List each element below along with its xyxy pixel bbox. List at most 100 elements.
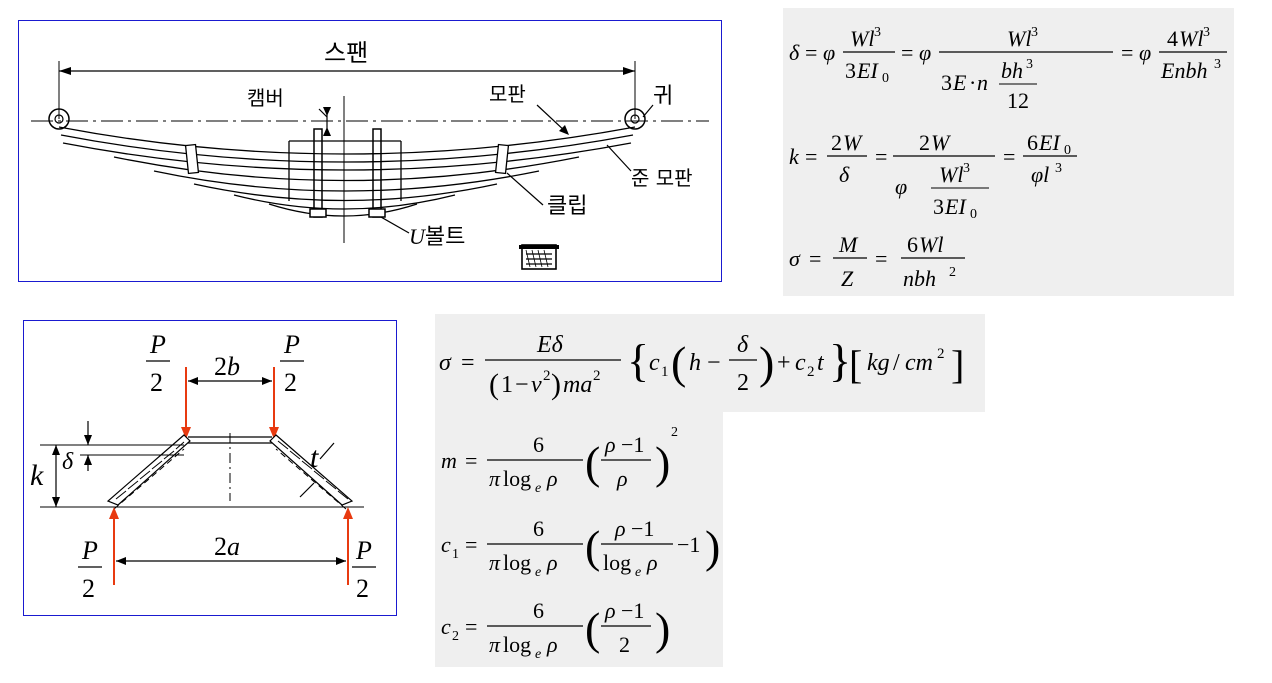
svg-text:P: P (81, 536, 98, 565)
svg-text:ρ: ρ (616, 466, 628, 491)
svg-text:=: = (465, 532, 477, 557)
svg-text:]: ] (951, 342, 964, 387)
svg-text:2: 2 (949, 265, 956, 280)
svg-text:π: π (489, 632, 501, 657)
svg-text:Wl: Wl (1179, 26, 1203, 51)
svg-text:(: ( (585, 437, 600, 488)
svg-text:EI: EI (856, 58, 879, 83)
svg-text:v: v (531, 372, 542, 398)
top-load-labels: P 2 P 2 (146, 330, 304, 397)
right-clip (494, 143, 510, 175)
svg-text:2: 2 (452, 629, 459, 644)
svg-text:Wl: Wl (939, 162, 963, 187)
svg-text:=: = (809, 246, 821, 271)
svg-text:e: e (635, 565, 641, 580)
svg-text:=: = (875, 246, 887, 271)
leaf-stack (58, 126, 636, 217)
svg-text:W: W (843, 130, 863, 155)
svg-text:c: c (441, 614, 451, 639)
svg-text:=: = (805, 144, 817, 169)
svg-text:2: 2 (919, 130, 930, 155)
svg-text:c: c (795, 350, 806, 376)
svg-text:e: e (535, 481, 541, 496)
disk-section (104, 433, 364, 510)
svg-text:2: 2 (937, 346, 945, 362)
svg-text:=: = (461, 350, 475, 376)
svg-text:2: 2 (807, 364, 815, 380)
svg-text:φ: φ (895, 174, 907, 199)
svg-text:bh: bh (1001, 58, 1023, 83)
svg-text:Eδ: Eδ (536, 332, 564, 358)
svg-text:3: 3 (874, 25, 881, 40)
svg-text:Wl: Wl (850, 26, 874, 51)
camber-label: 캠버 (247, 86, 284, 110)
svg-text:3: 3 (845, 58, 856, 83)
main-leaf-label: 모판 (489, 82, 526, 106)
svg-text:(: ( (671, 337, 686, 388)
svg-text:δ: δ (839, 162, 850, 187)
u-bolt-label: U볼트 (409, 224, 465, 250)
svg-text:4: 4 (1167, 26, 1178, 51)
disk-spring-panel: P 2 P 2 2b (23, 320, 397, 616)
leaf-spring-diagram: 스팬 (31, 39, 709, 270)
svg-text:=: = (805, 40, 817, 65)
svg-text:h: h (689, 350, 701, 376)
clip-label: 클립 (547, 194, 587, 219)
svg-text:=: = (1003, 144, 1015, 169)
svg-text:σ: σ (439, 350, 452, 376)
svg-text:M: M (838, 232, 859, 257)
svg-text:3: 3 (933, 194, 944, 219)
leaf-4 (153, 170, 540, 192)
svg-text:2: 2 (593, 368, 601, 384)
svg-text:2: 2 (82, 574, 95, 603)
svg-text:(: ( (489, 368, 499, 401)
svg-text:Enbh: Enbh (1160, 58, 1207, 83)
disk-spring-diagram: P 2 P 2 2b (30, 330, 376, 603)
leaf-6 (233, 194, 456, 210)
svg-text:6: 6 (533, 432, 544, 457)
svg-text:φ: φ (823, 40, 835, 65)
svg-text:0: 0 (1064, 143, 1071, 158)
svg-text:δ: δ (737, 332, 749, 358)
svg-text:φ: φ (1139, 40, 1151, 65)
svg-text:log: log (503, 632, 531, 657)
svg-text:ρ: ρ (546, 466, 558, 491)
svg-text:W: W (931, 130, 951, 155)
svg-text:P: P (149, 330, 166, 359)
u-bolts (309, 128, 386, 218)
svg-text:·: · (969, 70, 976, 95)
svg-text:6: 6 (1027, 130, 1038, 155)
svg-text:2: 2 (671, 425, 678, 440)
svg-text:log: log (603, 550, 631, 575)
svg-text:=: = (901, 40, 913, 65)
svg-text:=: = (465, 614, 477, 639)
svg-text:0: 0 (970, 207, 977, 222)
svg-text:/: / (893, 350, 900, 376)
svg-text:=: = (875, 144, 887, 169)
svg-text:−: − (707, 350, 721, 376)
right-eye (624, 108, 646, 130)
svg-text:3: 3 (1031, 25, 1038, 40)
svg-text:−: − (515, 372, 529, 398)
svg-text:ρ: ρ (546, 550, 558, 575)
svg-text:−1: −1 (631, 516, 654, 541)
svg-text:): ) (655, 437, 670, 488)
left-clip (184, 143, 200, 175)
svg-text:ρ: ρ (614, 516, 626, 541)
svg-text:3: 3 (1026, 57, 1033, 72)
sub-main-leaf (62, 142, 632, 171)
svg-text:E: E (952, 70, 967, 95)
svg-text:m: m (441, 448, 457, 473)
svg-text:δ: δ (789, 40, 800, 65)
svg-text:ma: ma (563, 372, 592, 398)
svg-text:π: π (489, 550, 501, 575)
svg-text:EI: EI (1038, 130, 1061, 155)
svg-text:12: 12 (1007, 88, 1029, 113)
svg-text:ρ: ρ (546, 632, 558, 657)
svg-text:2: 2 (737, 370, 749, 396)
